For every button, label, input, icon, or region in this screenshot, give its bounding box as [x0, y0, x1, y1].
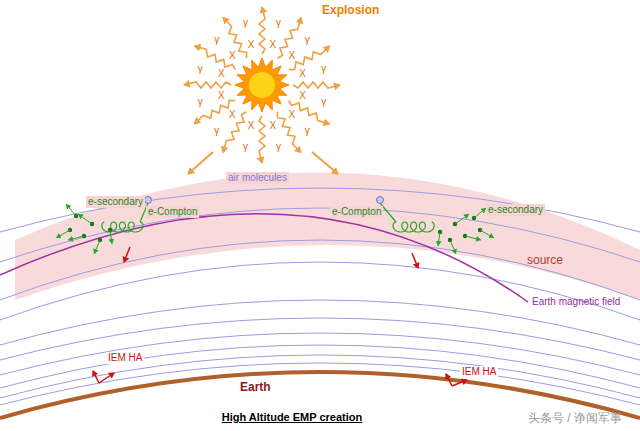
secondary-arrow: [56, 230, 70, 238]
xray-symbol: X: [299, 68, 306, 80]
electron-label: e-secondary: [86, 196, 145, 208]
gamma-symbol: γ: [321, 63, 326, 75]
gamma-symbol: γ: [198, 63, 203, 75]
field-label: Earth magnetic field: [532, 296, 620, 308]
electron-label: e-Compton: [146, 206, 199, 218]
secondary-arrow: [94, 240, 100, 254]
secondary-arrow: [450, 240, 456, 254]
secondary-arrow: [465, 236, 481, 240]
compton-spiral: [102, 222, 143, 232]
explosion-label: Explosion: [322, 4, 379, 18]
xray-symbol: X: [218, 68, 225, 80]
air-molecule: [145, 197, 152, 204]
secondary-arrow: [480, 230, 494, 238]
electron-label: e-secondary: [486, 204, 545, 216]
current-arrows: [93, 247, 467, 386]
xray-symbol: X: [248, 39, 255, 51]
caption: High Altitude EMP creation: [222, 411, 363, 424]
xray-symbol: X: [248, 120, 255, 132]
watermark: 头条号 / 诤闻军事: [528, 412, 622, 426]
source-label: source: [527, 254, 563, 268]
gamma-symbol: γ: [214, 34, 219, 46]
earth-label: Earth: [240, 381, 271, 395]
electron-label: e-Compton: [330, 206, 383, 218]
gamma-symbol: γ: [305, 34, 310, 46]
compton-spiral: [393, 222, 434, 232]
ray: [184, 82, 231, 88]
ray: [259, 116, 265, 163]
secondary-arrow: [110, 230, 112, 244]
gamma-symbol: γ: [276, 17, 281, 29]
xray-symbol: X: [229, 109, 236, 121]
gamma-symbol: γ: [321, 96, 326, 108]
secondary-arrow: [68, 236, 84, 240]
xray-symbol: X: [288, 109, 295, 121]
source-region: [15, 172, 640, 300]
gamma-arrow: [312, 152, 338, 174]
secondary-arrow: [438, 232, 440, 246]
secondary-arrow: [66, 204, 76, 216]
gamma-arrow: [188, 152, 213, 174]
gamma-symbol: γ: [276, 141, 281, 153]
gamma-symbol: γ: [243, 17, 248, 29]
electron-paths: [56, 203, 494, 254]
xray-symbol: X: [218, 90, 225, 102]
gamma-symbol: γ: [214, 125, 219, 137]
ray: [259, 7, 265, 54]
secondary-arrow: [474, 208, 486, 218]
magnetic-field-line: [0, 214, 528, 302]
field-label: IEM HA: [460, 366, 498, 378]
xray-symbol: X: [270, 120, 277, 132]
xray-symbol: X: [288, 50, 295, 62]
secondary-arrow: [455, 214, 469, 224]
air-molecule: [377, 197, 384, 204]
gamma-symbol: γ: [305, 125, 310, 137]
field-label: IEM HA: [106, 352, 144, 364]
sun: [235, 58, 289, 112]
xray-symbol: X: [299, 90, 306, 102]
radiation-rays: [184, 7, 340, 163]
gamma-symbol: γ: [243, 141, 248, 153]
ray: [293, 82, 340, 88]
secondary-arrow: [78, 214, 92, 224]
air-label: air molecules: [226, 172, 289, 184]
gamma-symbol: γ: [198, 96, 203, 108]
xray-symbol: X: [270, 39, 277, 51]
xray-symbol: X: [229, 50, 236, 62]
